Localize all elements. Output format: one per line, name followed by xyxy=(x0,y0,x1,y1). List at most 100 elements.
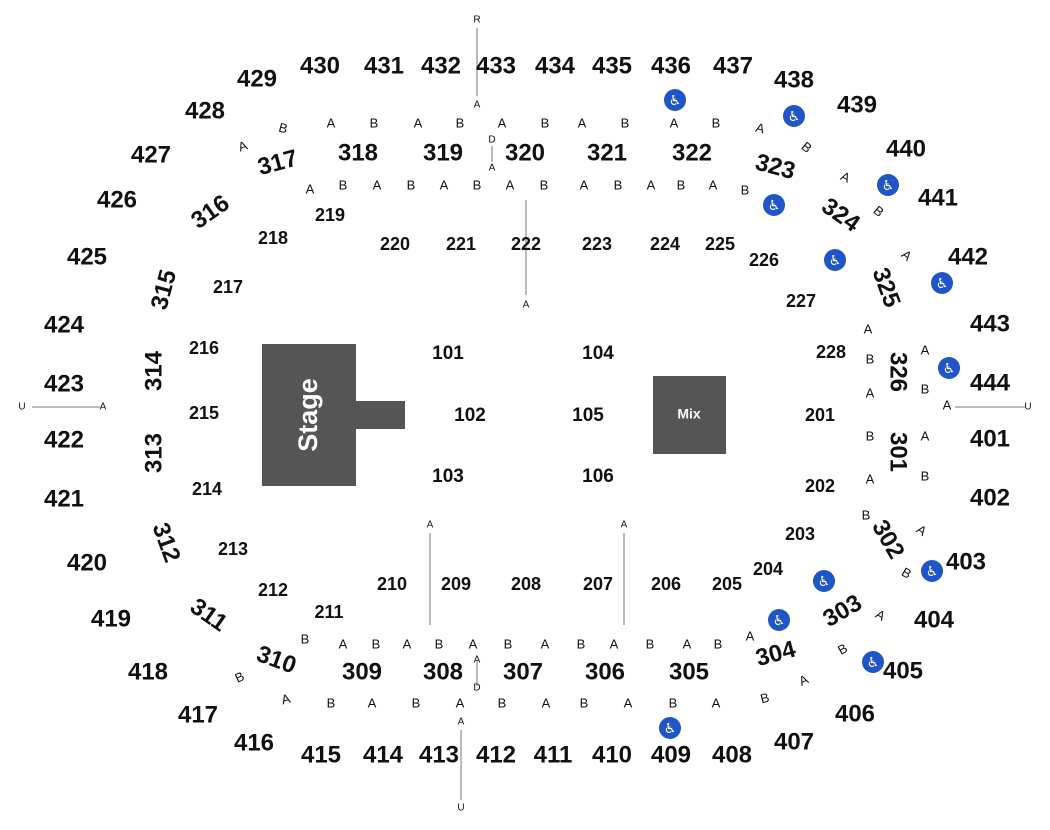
section-324[interactable]: 324 xyxy=(817,193,866,238)
section-437[interactable]: 437 xyxy=(713,52,753,79)
section-316[interactable]: 316 xyxy=(186,190,234,235)
section-223[interactable]: 223 xyxy=(582,234,612,254)
section-429[interactable]: 429 xyxy=(237,65,277,92)
section-414[interactable]: 414 xyxy=(363,741,404,768)
section-407[interactable]: 407 xyxy=(774,728,814,755)
section-308[interactable]: 308 xyxy=(423,658,463,685)
section-206[interactable]: 206 xyxy=(651,574,681,594)
section-317[interactable]: 317 xyxy=(255,145,301,181)
section-319[interactable]: 319 xyxy=(423,139,463,166)
section-424[interactable]: 424 xyxy=(44,311,85,338)
section-438[interactable]: 438 xyxy=(774,66,814,93)
section-101[interactable]: 101 xyxy=(432,343,464,364)
section-227[interactable]: 227 xyxy=(786,291,816,311)
stage-block[interactable] xyxy=(262,344,356,486)
section-214[interactable]: 214 xyxy=(192,479,222,499)
section-204[interactable]: 204 xyxy=(753,559,783,579)
section-219[interactable]: 219 xyxy=(315,205,345,225)
section-313[interactable]: 313 xyxy=(140,433,167,473)
section-444[interactable]: 444 xyxy=(970,369,1011,396)
section-431[interactable]: 431 xyxy=(364,52,404,79)
section-302[interactable]: 302 xyxy=(866,515,909,563)
section-224[interactable]: 224 xyxy=(650,234,680,254)
section-419[interactable]: 419 xyxy=(91,605,131,632)
section-420[interactable]: 420 xyxy=(67,549,107,576)
section-307[interactable]: 307 xyxy=(503,658,543,685)
section-401[interactable]: 401 xyxy=(970,425,1010,452)
section-220[interactable]: 220 xyxy=(380,234,410,254)
section-441[interactable]: 441 xyxy=(918,184,958,211)
section-406[interactable]: 406 xyxy=(835,700,875,727)
section-310[interactable]: 310 xyxy=(253,640,300,679)
section-320[interactable]: 320 xyxy=(505,139,545,166)
section-430[interactable]: 430 xyxy=(300,52,340,79)
section-208[interactable]: 208 xyxy=(511,574,541,594)
section-436[interactable]: 436 xyxy=(651,52,691,79)
section-412[interactable]: 412 xyxy=(476,741,516,768)
section-321[interactable]: 321 xyxy=(587,139,627,166)
section-405[interactable]: 405 xyxy=(883,657,923,684)
section-105[interactable]: 105 xyxy=(572,405,604,426)
section-417[interactable]: 417 xyxy=(178,701,218,728)
section-311[interactable]: 311 xyxy=(185,593,232,637)
section-421[interactable]: 421 xyxy=(44,485,84,512)
section-443[interactable]: 443 xyxy=(970,310,1010,337)
section-427[interactable]: 427 xyxy=(131,141,171,168)
section-225[interactable]: 225 xyxy=(705,234,735,254)
section-318[interactable]: 318 xyxy=(338,139,378,166)
section-423[interactable]: 423 xyxy=(44,370,84,397)
section-314[interactable]: 314 xyxy=(140,350,167,391)
section-106[interactable]: 106 xyxy=(582,466,614,487)
section-322[interactable]: 322 xyxy=(672,139,712,166)
mix-block[interactable] xyxy=(653,376,726,454)
section-432[interactable]: 432 xyxy=(421,52,461,79)
section-211[interactable]: 211 xyxy=(314,602,343,622)
section-315[interactable]: 315 xyxy=(146,267,182,313)
section-228[interactable]: 228 xyxy=(816,342,846,362)
section-326[interactable]: 326 xyxy=(885,352,912,392)
section-309[interactable]: 309 xyxy=(342,658,382,685)
section-104[interactable]: 104 xyxy=(582,343,614,364)
section-221[interactable]: 221 xyxy=(446,234,476,254)
section-217[interactable]: 217 xyxy=(213,277,243,297)
section-439[interactable]: 439 xyxy=(837,91,877,118)
section-404[interactable]: 404 xyxy=(914,606,955,633)
section-226[interactable]: 226 xyxy=(749,250,779,270)
section-102[interactable]: 102 xyxy=(454,405,486,426)
section-218[interactable]: 218 xyxy=(258,228,288,248)
section-202[interactable]: 202 xyxy=(805,476,835,496)
section-304[interactable]: 304 xyxy=(753,635,799,672)
section-213[interactable]: 213 xyxy=(218,539,248,559)
section-212[interactable]: 212 xyxy=(258,580,288,600)
section-413[interactable]: 413 xyxy=(419,741,459,768)
section-222[interactable]: 222 xyxy=(511,234,541,254)
section-305[interactable]: 305 xyxy=(669,658,709,685)
section-418[interactable]: 418 xyxy=(128,658,168,685)
section-216[interactable]: 216 xyxy=(189,338,219,358)
section-440[interactable]: 440 xyxy=(886,135,926,162)
section-303[interactable]: 303 xyxy=(818,589,866,632)
section-428[interactable]: 428 xyxy=(185,97,225,124)
section-103[interactable]: 103 xyxy=(432,466,464,487)
section-409[interactable]: 409 xyxy=(651,741,691,768)
section-215[interactable]: 215 xyxy=(189,403,219,423)
section-201[interactable]: 201 xyxy=(805,405,835,425)
section-425[interactable]: 425 xyxy=(67,243,107,270)
section-306[interactable]: 306 xyxy=(585,658,625,685)
section-205[interactable]: 205 xyxy=(712,574,742,594)
section-325[interactable]: 325 xyxy=(867,264,906,311)
section-415[interactable]: 415 xyxy=(301,741,341,768)
section-426[interactable]: 426 xyxy=(97,186,137,213)
section-416[interactable]: 416 xyxy=(234,729,274,756)
section-210[interactable]: 210 xyxy=(377,574,407,594)
section-422[interactable]: 422 xyxy=(44,426,84,453)
section-203[interactable]: 203 xyxy=(785,524,815,544)
section-408[interactable]: 408 xyxy=(712,741,752,768)
section-209[interactable]: 209 xyxy=(441,574,471,594)
section-312[interactable]: 312 xyxy=(147,519,186,566)
section-403[interactable]: 403 xyxy=(946,548,986,575)
section-433[interactable]: 433 xyxy=(476,52,516,79)
section-410[interactable]: 410 xyxy=(592,741,632,768)
section-323[interactable]: 323 xyxy=(752,149,798,185)
section-442[interactable]: 442 xyxy=(948,243,988,270)
